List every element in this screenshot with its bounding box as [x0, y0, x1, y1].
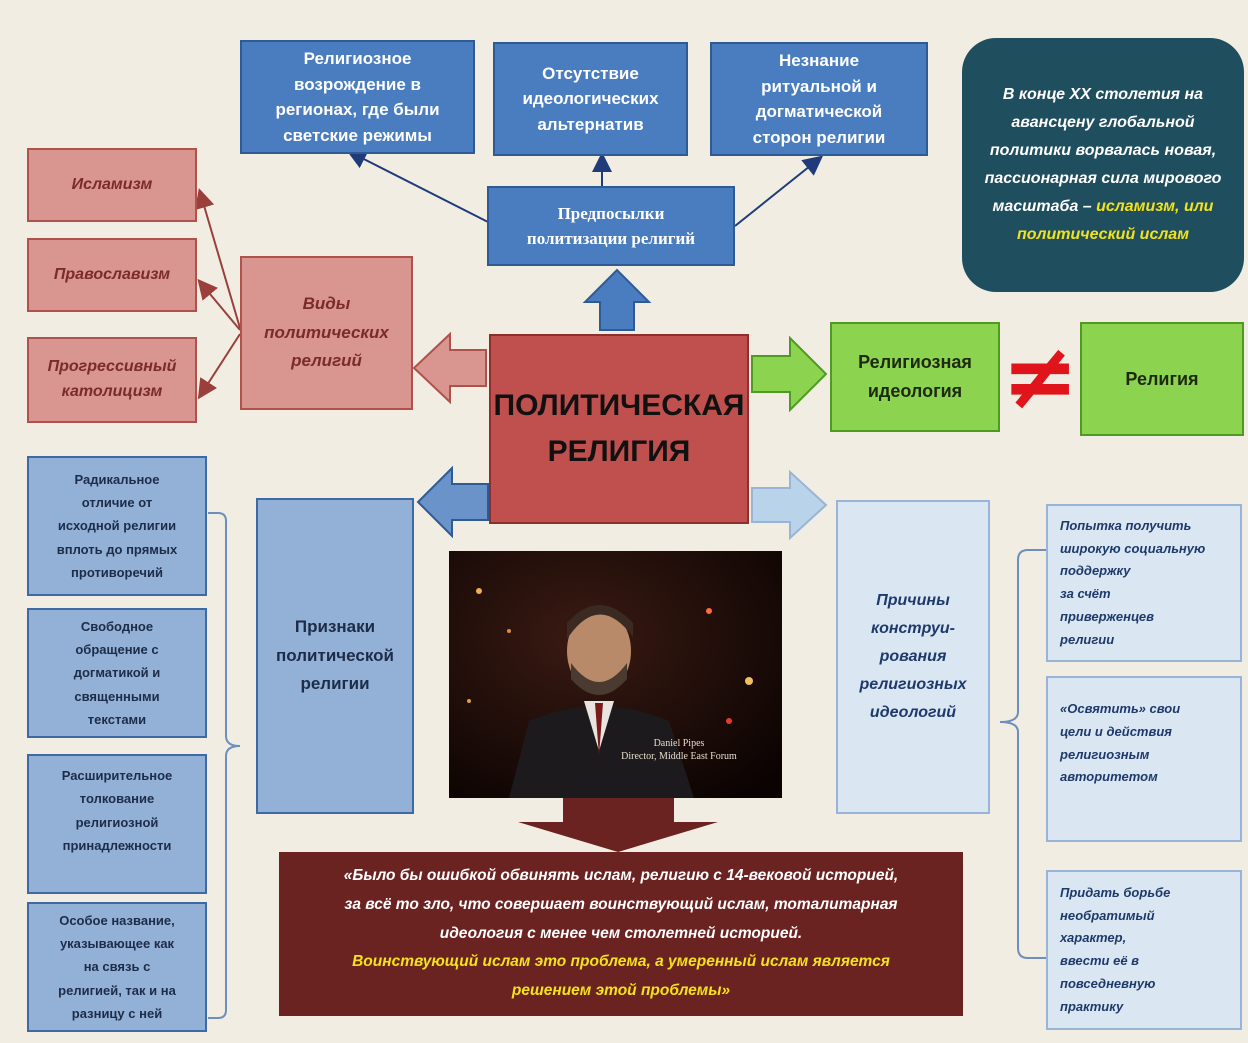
signs-box: Признаки политической религии: [256, 498, 414, 814]
arrow-types-to-catholicism: [197, 333, 241, 400]
type-item-orthodoxism: Православизм: [27, 238, 197, 312]
sign-item-1: Радикальное отличие от исходной религии …: [27, 456, 207, 596]
arrow-up-prerequisites: [582, 268, 652, 331]
arrow-prereq-to-ignorance: [734, 155, 824, 227]
reason-item-3: Придать борьбе необратимый характер, вве…: [1046, 870, 1242, 1030]
photo-caption-name: Daniel Pipes: [653, 738, 705, 749]
type-item-catholicism: Прогрессивный католицизм: [27, 337, 197, 423]
quote-text: «Было бы ошибкой обвинять ислам, религию…: [343, 867, 899, 942]
reason-item-2: «Освятить» свои цели и действия религиоз…: [1046, 676, 1242, 842]
interview-photo: Daniel Pipes Director, Middle East Forum: [449, 551, 782, 798]
photo-caption-title: Director, Middle East Forum: [621, 751, 737, 762]
religion-box: Религия: [1080, 322, 1244, 436]
arrow-types-to-orthodoxism: [197, 278, 241, 331]
sign-item-2: Свободное обращение с догматикой и свяще…: [27, 608, 207, 738]
prereq-item-revival: Религиозное возрождение в регионах, где …: [240, 40, 475, 154]
reasons-brace: [999, 549, 1046, 959]
religious-ideology-box: Религиозная идеология: [830, 322, 1000, 432]
prerequisites-box: Предпосылки политизации религий: [487, 186, 735, 266]
sign-item-4: Особое название, указывающее как на связ…: [27, 902, 207, 1032]
photo-scene: [449, 551, 782, 798]
arrow-left-signs: [416, 465, 489, 539]
arrow-types-to-islamism: [194, 188, 241, 329]
prereq-item-ignorance: Незнание ритуальной и догматической стор…: [710, 42, 928, 156]
prereq-item-alternatives: Отсутствие идеологических альтернатив: [493, 42, 688, 156]
note-highlight: исламизм, или политический ислам: [1016, 198, 1214, 243]
arrow-left-types: [412, 331, 487, 405]
arrow-right-ideology: [751, 335, 828, 413]
signs-brace: [208, 512, 241, 1019]
reason-item-1: Попытка получить широкую социальную подд…: [1046, 504, 1242, 662]
photo-caption: Daniel Pipes Director, Middle East Forum: [589, 737, 769, 763]
arrow-right-reasons: [751, 469, 828, 541]
note-text: В конце XX столетия на авансцену глобаль…: [984, 86, 1222, 215]
quote-highlight: Воинствующий ислам это проблема, а умере…: [352, 953, 890, 999]
arrow-prereq-to-revival: [346, 150, 489, 223]
reasons-box: Причины конструи- рования религиозных ид…: [836, 500, 990, 814]
political-religion-center: ПОЛИТИЧЕСКАЯ РЕЛИГИЯ: [489, 334, 749, 524]
arrow-down-quote: [518, 798, 718, 852]
sign-item-3: Расширительное толкование религиозной пр…: [27, 754, 207, 894]
types-box: Виды политических религий: [240, 256, 413, 410]
not-equal-sign: ≠: [1003, 327, 1077, 427]
type-item-islamism: Исламизм: [27, 148, 197, 222]
quote-box: «Было бы ошибкой обвинять ислам, религию…: [279, 852, 963, 1016]
islamism-note: В конце XX столетия на авансцену глобаль…: [962, 38, 1244, 292]
